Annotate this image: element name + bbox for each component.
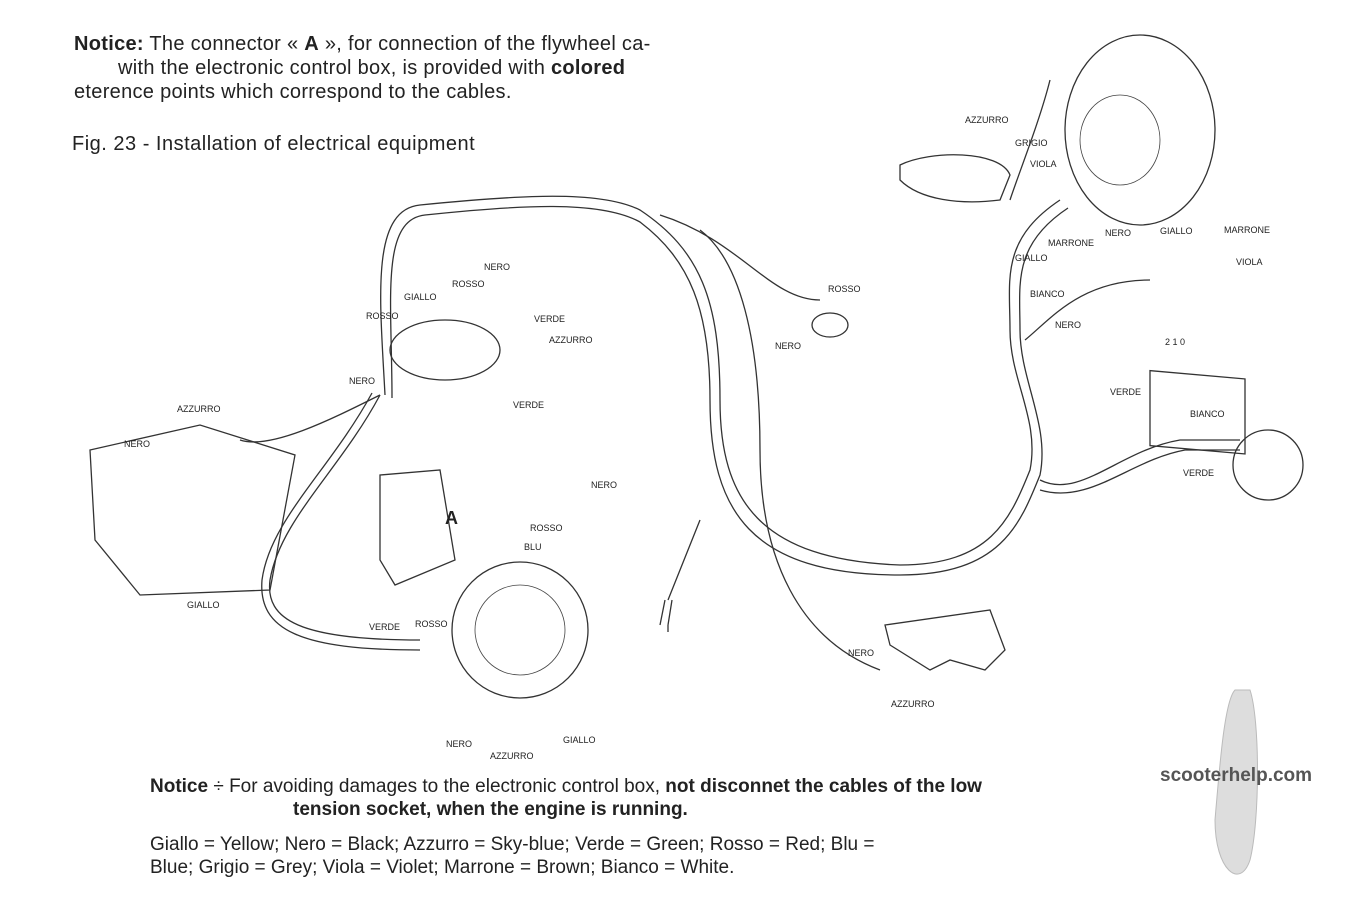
wire-label: NERO [775, 341, 801, 351]
wire-labels: AZZURRO GRIGIO VIOLA MARRONE NERO GIALLO… [124, 115, 1270, 761]
connector-a-label: A [445, 508, 458, 528]
wire-label: GIALLO [563, 735, 596, 745]
notice-text: The connector « [143, 33, 305, 55]
wire-label: AZZURRO [177, 404, 221, 414]
tail-light [1232, 429, 1304, 501]
notice-text: with the electronic control box, is prov… [118, 57, 551, 79]
notice-bold: not disconnet the cables of the low [665, 776, 982, 797]
wire-label: MARRONE [1048, 238, 1094, 248]
spark-plug [659, 519, 701, 632]
horn [811, 312, 849, 338]
connector-name: A [304, 33, 320, 55]
junction-box [1149, 369, 1246, 455]
notice-text: For avoiding damages to the electronic c… [229, 776, 666, 797]
wire-label: NERO [349, 376, 375, 386]
wire-label: VERDE [1110, 387, 1141, 397]
wire-label: VERDE [1183, 468, 1214, 478]
wire-label: BLU [524, 542, 542, 552]
figure-title: Fig. 23 - Installation of electrical equ… [72, 133, 476, 155]
wire-label: ROSSO [366, 311, 399, 321]
main-harness [239, 79, 1240, 671]
wire-label: VERDE [369, 622, 400, 632]
notice-bold: tension socket, when the engine is runni… [293, 799, 688, 820]
notice-bottom: Notice ÷ For avoiding damages to the ele… [150, 775, 1220, 821]
wire-label: AZZURRO [490, 751, 534, 761]
wire-label: GIALLO [1015, 253, 1048, 263]
color-legend: Giallo = Yellow; Nero = Black; Azzurro =… [150, 833, 1210, 879]
notice-label: Notice [150, 776, 209, 797]
terminal-numbers: 2 1 0 [1165, 337, 1185, 347]
wire-label: GIALLO [187, 600, 220, 610]
wire-label: VIOLA [1030, 159, 1057, 169]
light-switch [389, 319, 501, 381]
wire-label: ROSSO [452, 279, 485, 289]
wire-label: GIALLO [1160, 226, 1193, 236]
flywheel-stator [451, 561, 589, 699]
wire-label: VERDE [513, 400, 544, 410]
wire-label: ROSSO [530, 523, 563, 533]
notice-top: Notice: The connector « A », for connect… [74, 32, 804, 104]
legend-line: Blue; Grigio = Grey; Viola = Violet; Mar… [150, 857, 735, 878]
notice-text: », for connection of the flywheel ca- [319, 33, 651, 55]
electronic-control-box [379, 469, 456, 586]
wire-label: ROSSO [415, 619, 448, 629]
wire-label: AZZURRO [549, 335, 593, 345]
wire-label: NERO [446, 739, 472, 749]
notice-sep: ÷ [208, 776, 230, 797]
wire-label: NERO [591, 480, 617, 490]
battery-box [89, 424, 296, 596]
wire-label: BIANCO [1190, 409, 1225, 419]
wire-label: NERO [1055, 320, 1081, 330]
notice-label: Notice: [74, 33, 144, 55]
wire-label: NERO [124, 439, 150, 449]
wire-label: AZZURRO [891, 699, 935, 709]
wire-label: VERDE [534, 314, 565, 324]
notice-bold: colored [550, 57, 626, 79]
legend-line: Giallo = Yellow; Nero = Black; Azzurro =… [150, 834, 875, 855]
scooter-watermark-graphic [1214, 689, 1258, 875]
notice-text: eterence points which correspond to the … [74, 81, 512, 103]
wire-label: BIANCO [1030, 289, 1065, 299]
wire-label: AZZURRO [965, 115, 1009, 125]
headlight-assembly [899, 34, 1216, 226]
wire-label: NERO [484, 262, 510, 272]
wire-label: NERO [848, 648, 874, 658]
wire-label: ROSSO [828, 284, 861, 294]
stop-switch [884, 609, 1006, 671]
wire-label: NERO [1105, 228, 1131, 238]
wire-label: GIALLO [404, 292, 437, 302]
watermark: scooterhelp.com [1160, 765, 1313, 786]
wire-label: VIOLA [1236, 257, 1263, 267]
wire-label: MARRONE [1224, 225, 1270, 235]
wire-label: GRIGIO [1015, 138, 1048, 148]
